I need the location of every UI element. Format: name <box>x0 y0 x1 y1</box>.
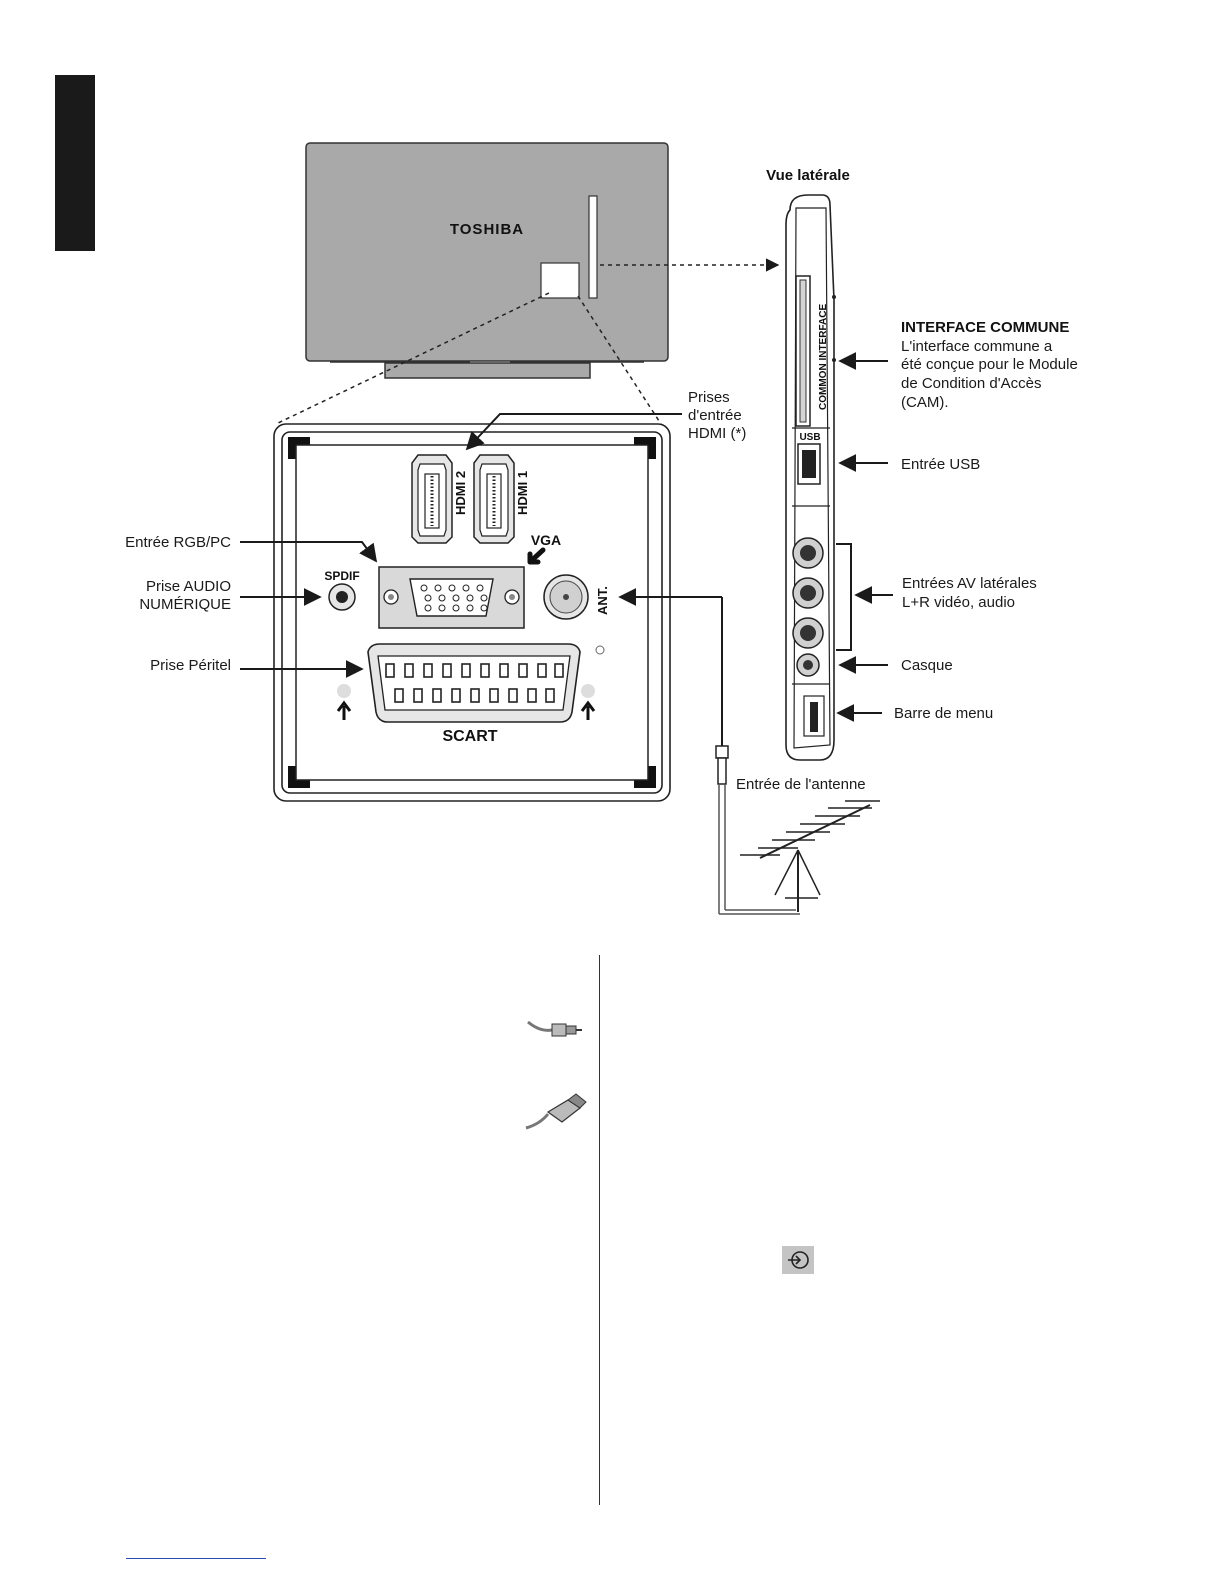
hdmi-1-port <box>473 454 515 544</box>
usb-port-label: USB <box>799 432 820 443</box>
label-av-side-1: Entrées AV latérales <box>902 575 1037 592</box>
tv-back-view: TOSHIBA <box>305 142 669 379</box>
label-rgb-pc: Entrée RGB/PC <box>125 534 231 551</box>
scart-label: SCART <box>442 728 497 745</box>
right-callouts: INTERFACE COMMUNE L'interface commune a … <box>836 319 1078 722</box>
left-callouts: Entrée RGB/PC Prise AUDIO NUMÉRIQUE Pris… <box>125 534 378 678</box>
label-ci-desc-3: de Condition d'Accès <box>901 375 1041 392</box>
hdmi-2-label: HDMI 2 <box>453 471 468 515</box>
hdmi-2-port <box>411 454 453 544</box>
label-menu-bar: Barre de menu <box>894 705 993 722</box>
rear-terminal-panel-marker <box>540 262 580 299</box>
antenna-connection <box>618 588 880 915</box>
label-av-side-2: L+R vidéo, audio <box>902 594 1015 611</box>
rear-terminal-panel: HDMI 2 HDMI 1 VGA SPDIF <box>273 423 671 802</box>
tv-brand-logo: TOSHIBA <box>450 221 524 238</box>
label-usb: Entrée USB <box>901 456 980 473</box>
hdmi-1-label: HDMI 1 <box>515 471 530 515</box>
antenna-port <box>543 574 589 620</box>
coax-cable-icon <box>527 1020 582 1037</box>
vga-label: VGA <box>531 532 561 548</box>
label-ci-title: INTERFACE COMMUNE <box>901 319 1069 336</box>
side-view-title: Vue latérale <box>766 167 850 184</box>
common-interface-label: COMMON INTERFACE <box>818 304 829 410</box>
column-divider <box>599 955 600 1505</box>
input-source-icon <box>782 1246 814 1274</box>
av-side-jacks <box>792 537 824 649</box>
headphone-jack <box>796 653 820 677</box>
side-view-panel: COMMON INTERFACE USB <box>785 194 836 761</box>
spdif-port <box>328 583 356 611</box>
label-hdmi-1: Prises <box>688 389 730 406</box>
zoom-leader-lines <box>275 258 780 425</box>
label-ci-desc-4: (CAM). <box>901 394 949 411</box>
language-side-tab <box>55 75 95 251</box>
scart-port <box>367 643 581 723</box>
label-hdmi-3: HDMI (*) <box>688 425 746 442</box>
spdif-label: SPDIF <box>324 569 359 583</box>
label-antenna-input: Entrée de l'antenne <box>736 776 866 793</box>
scart-cable-icon <box>525 1093 587 1130</box>
footer-rule <box>126 1558 266 1559</box>
vga-port <box>378 566 525 629</box>
label-ci-desc-2: été conçue pour le Module <box>901 356 1078 373</box>
label-headphones: Casque <box>901 657 953 674</box>
menu-bar-control <box>803 695 825 737</box>
label-audio-digital-1: Prise AUDIO <box>146 578 231 595</box>
side-terminal-panel-marker <box>588 195 598 299</box>
label-audio-digital-2: NUMÉRIQUE <box>139 596 231 613</box>
label-ci-desc-1: L'interface commune a <box>901 338 1053 355</box>
label-peritel: Prise Péritel <box>150 657 231 674</box>
label-hdmi-2: d'entrée <box>688 407 742 424</box>
ant-label: ANT. <box>595 586 610 615</box>
hdmi-callout: Prises d'entrée HDMI (*) <box>465 389 746 451</box>
